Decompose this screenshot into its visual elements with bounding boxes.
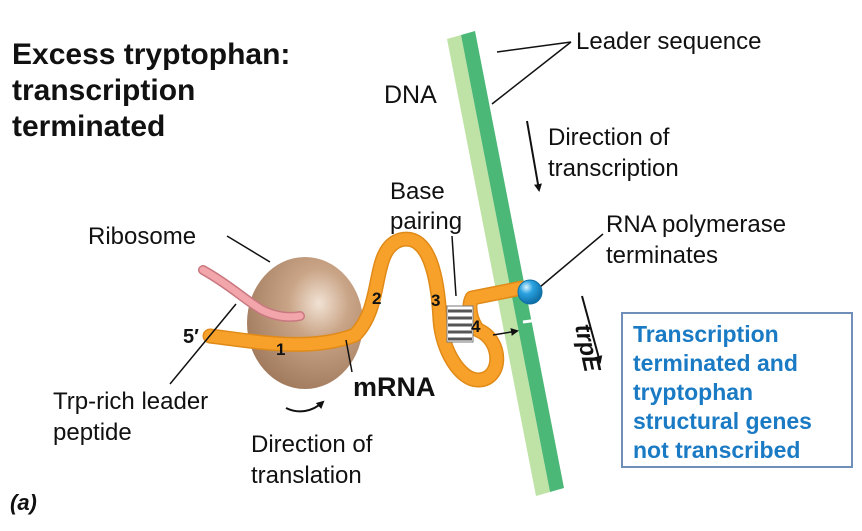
title-line-1: Excess tryptophan: [12,38,290,71]
rna-polymerase-line-1: RNA polymerase [606,211,786,238]
result-line-5: not transcribed [633,437,801,463]
result-box: Transcription terminated and tryptophan … [621,312,853,468]
trpe-direction-arrow [581,295,603,364]
leader-sequence-label: Leader sequence [576,28,761,55]
mrna-strand [204,233,528,386]
leader-peptide-line-1: Trp-rich leader [53,388,208,415]
title-line-2: transcription [12,74,195,107]
base-pairing-line-1: Base [390,178,445,205]
result-line-3: tryptophan [633,379,754,405]
direction-transcription-line-1: Direction of [548,124,670,151]
leader-peptide [199,266,304,321]
base-pairing-line-2: pairing [390,208,462,235]
rna-polymerase [517,279,543,305]
base-pair-ladder [446,305,474,343]
hairpin-pointer-arrow [492,328,519,336]
gene-label: trpE [569,322,606,376]
rna-polymerase-line-2: terminates [606,242,718,269]
leader-pointer-2 [491,41,572,105]
region-2-label: 2 [372,289,381,308]
result-line-4: structural genes [633,408,812,434]
dna-break-mark [522,316,554,324]
region-1-label: 1 [276,340,285,359]
rna-polymerase-pointer [539,233,604,288]
transcription-direction-arrow [526,120,542,192]
region-4-label: 4 [471,317,481,336]
title-line-3: terminated [12,110,165,143]
mrna-label: mRNA [353,372,436,402]
translation-direction-arrow [285,400,325,413]
dna-label: DNA [384,81,437,109]
result-line-1: Transcription [633,321,779,347]
ribosome-pointer [226,235,271,263]
mrna-pointer [345,339,353,373]
figure-label: (a) [10,490,37,515]
dna-dark-strand [461,31,564,492]
dna-light-strand [447,35,550,496]
five-prime-label: 5′ [183,326,199,348]
base-pairing-pointer [451,235,457,297]
direction-translation-line-2: translation [251,462,362,489]
direction-transcription-line-2: transcription [548,155,679,182]
region-3-label: 3 [431,291,440,310]
direction-translation-line-1: Direction of [251,431,373,458]
leader-peptide-pointer [169,303,237,385]
result-line-2: terminated and [633,350,798,376]
ribosome-label: Ribosome [88,223,196,250]
leader-pointer-1 [496,41,572,53]
leader-peptide-line-2: peptide [53,419,132,446]
ribosome [247,257,363,389]
dna-strand [447,31,564,496]
